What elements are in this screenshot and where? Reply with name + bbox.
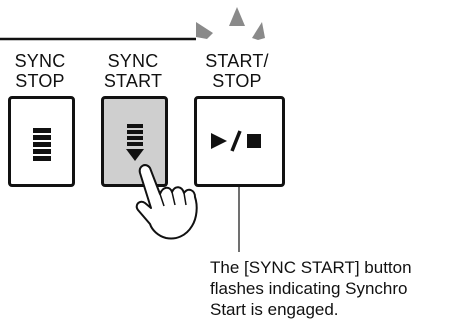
sync-stop-label: SYNC STOP — [10, 51, 70, 91]
play-stop-icon — [211, 130, 261, 152]
callout-text: The [SYNC START] button flashes indicati… — [210, 257, 453, 320]
start-stop-button[interactable] — [194, 96, 285, 187]
flash-mark-center — [229, 7, 245, 26]
sync-stop-icon — [33, 128, 51, 161]
start-stop-label: START/ STOP — [200, 51, 274, 91]
callout-line3: Start is engaged. — [210, 300, 339, 319]
flash-mark-left — [196, 22, 213, 39]
start-stop-label-line2: STOP — [212, 71, 262, 91]
flash-mark-right — [252, 22, 265, 40]
sync-start-icon — [126, 124, 144, 161]
sync-start-button[interactable] — [101, 96, 168, 187]
sync-start-label-line1: SYNC — [107, 51, 159, 71]
callout-line2: flashes indicating Synchro — [210, 279, 408, 298]
sync-start-label: SYNC START — [99, 51, 167, 91]
start-stop-label-line1: START/ — [205, 51, 269, 71]
sync-stop-button[interactable] — [8, 96, 75, 187]
sync-start-label-line2: START — [103, 71, 163, 91]
callout-line1: The [SYNC START] button — [210, 258, 412, 277]
sync-stop-label-line1: SYNC — [14, 51, 66, 71]
sync-stop-label-line2: STOP — [15, 71, 65, 91]
